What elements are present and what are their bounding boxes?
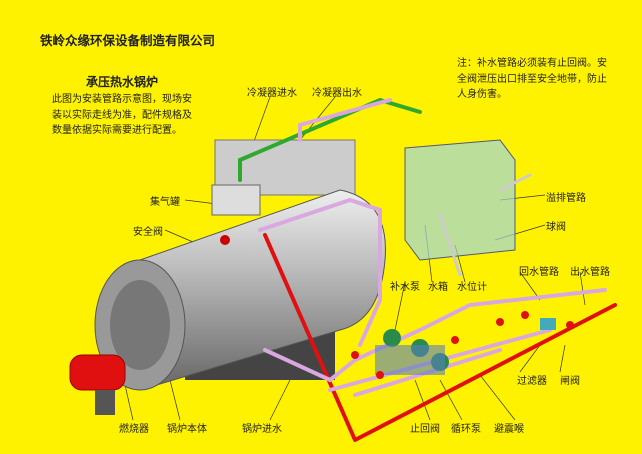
label-gate-valve: 闸阀 (560, 376, 580, 387)
label-level-gauge: 水位计 (457, 282, 487, 293)
label-boiler-inlet: 锅炉进水 (242, 424, 282, 435)
description: 此图为安装管路示意图，现场安装以实际走线为准，配件规格及数量依据实际需要进行配置… (52, 94, 192, 136)
label-outlet-pipe: 出水管路 (570, 267, 610, 278)
label-burner: 燃烧器 (119, 424, 149, 435)
burner (69, 354, 126, 391)
boiler-body (139, 189, 386, 391)
label-condenser-in: 冷凝器进水 (247, 88, 297, 99)
label-ball-valve: 球阀 (546, 222, 566, 233)
company-name: 铁岭众缘环保设备制造有限公司 (40, 33, 216, 48)
label-water-tank: 水箱 (428, 282, 448, 293)
label-gas-collector: 集气罐 (150, 197, 180, 208)
boiler-door (110, 280, 170, 370)
label-safety-valve: 安全阀 (133, 227, 163, 238)
pumps (375, 329, 449, 375)
gas-collector (211, 184, 261, 216)
label-makeup-pump: 补水泵 (390, 282, 420, 293)
label-shock-absorber: 避震喉 (494, 424, 524, 435)
water-tank (404, 139, 516, 261)
safety-valve (220, 235, 230, 245)
note: 注：补水管路必须装有止回阀。安全阀泄压出口排至安全地带，防止人身伤害。 (457, 58, 607, 100)
label-circ-pump: 循环泵 (451, 424, 481, 435)
label-condenser-out: 冷凝器出水 (312, 88, 362, 99)
filter (540, 318, 556, 330)
label-check-valve: 止回阀 (410, 424, 440, 435)
burner-stand (95, 390, 115, 415)
diagram-title: 承压热水锅炉 (86, 75, 159, 89)
valves (351, 311, 574, 379)
label-return-pipe: 回水管路 (519, 267, 559, 278)
label-filter: 过滤器 (517, 376, 547, 387)
label-overflow-pipe: 溢排管路 (546, 193, 586, 204)
label-boiler-body: 锅炉本体 (167, 424, 207, 435)
